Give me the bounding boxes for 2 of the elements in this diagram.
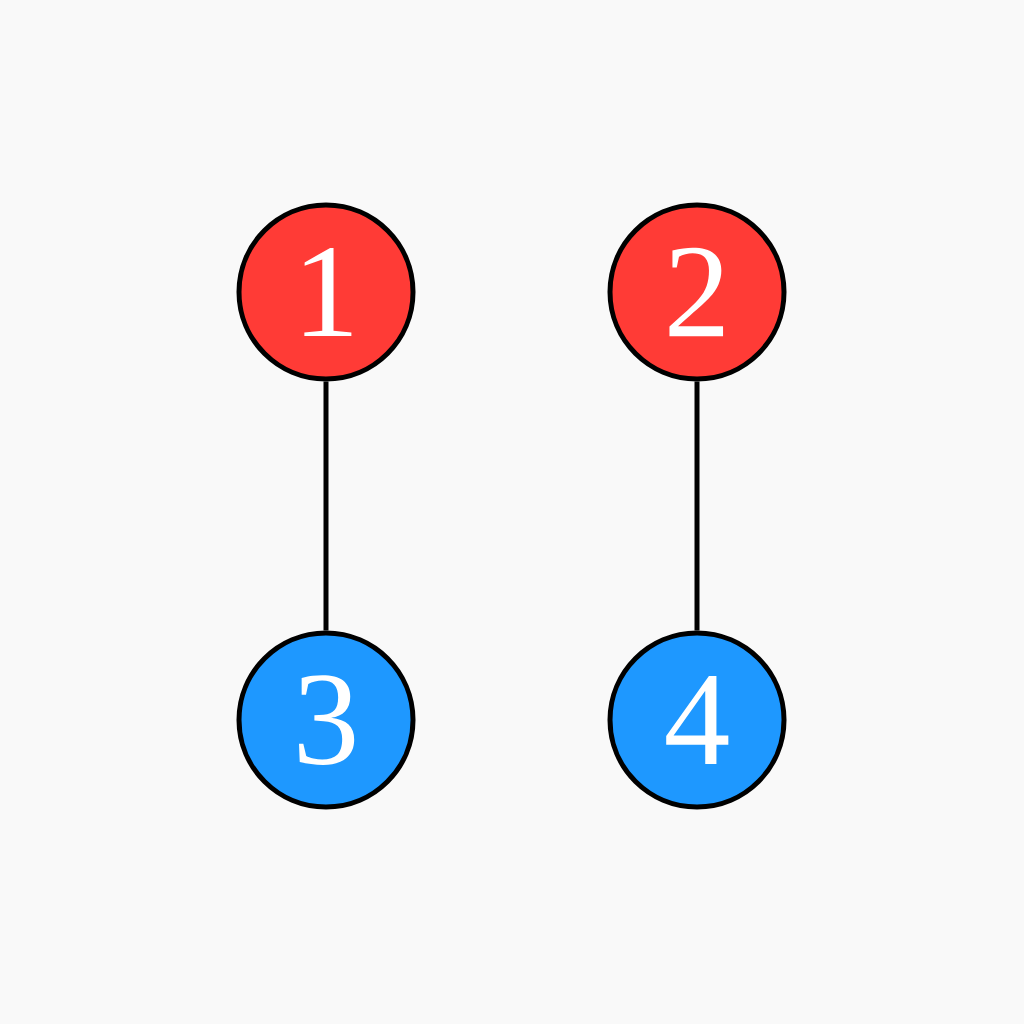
connector-line [694, 381, 700, 631]
connector-line [323, 381, 329, 631]
